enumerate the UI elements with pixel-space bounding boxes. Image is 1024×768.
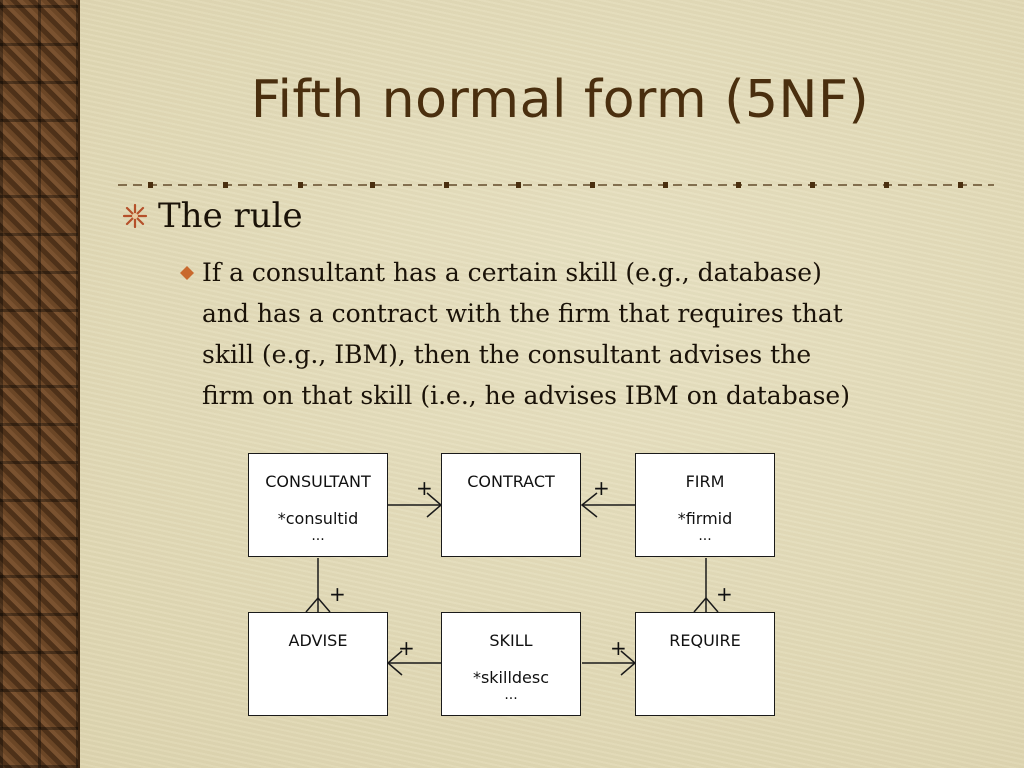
rule-line: and has a contract with the firm that re… (202, 299, 843, 328)
entity-contract: CONTRACT (441, 453, 581, 557)
entity-advise: ADVISE (248, 612, 388, 716)
bullet-level2: If a consultant has a certain skill (e.g… (180, 252, 970, 416)
entity-name: CONSULTANT (265, 472, 371, 491)
er-relationship-lines (305, 492, 719, 676)
rule-line: firm on that skill (i.e., he advises IBM… (202, 381, 850, 410)
entity-name: CONTRACT (467, 472, 555, 491)
entity-more: ... (698, 528, 712, 544)
entity-consultant: CONSULTANT *consultid ... (248, 453, 388, 557)
rule-line: skill (e.g., IBM), then the consultant a… (202, 340, 812, 369)
entity-attribute: *consultid (277, 509, 359, 528)
star-bullet-icon (122, 203, 148, 229)
cardinality-mark: + (416, 476, 433, 500)
entity-name: SKILL (489, 631, 533, 650)
entity-skill: SKILL *skilldesc ... (441, 612, 581, 716)
cardinality-mark: + (593, 476, 610, 500)
slide-title: Fifth normal form (5NF) (250, 70, 870, 130)
entity-require: REQUIRE (635, 612, 775, 716)
title-divider (118, 182, 994, 188)
bullet-level1: The rule (122, 196, 303, 236)
cardinality-mark: + (329, 582, 346, 606)
bullet-level2-text: If a consultant has a certain skill (e.g… (202, 252, 850, 416)
entity-name: ADVISE (288, 631, 348, 650)
entity-attribute: *firmid (677, 509, 733, 528)
entity-more: ... (504, 687, 518, 703)
entity-more: ... (311, 528, 325, 544)
entity-attribute: *skilldesc (472, 668, 550, 687)
entity-name: FIRM (685, 472, 725, 491)
cardinality-mark: + (610, 636, 627, 660)
entity-name: REQUIRE (669, 631, 741, 650)
entity-firm: FIRM *firmid ... (635, 453, 775, 557)
bullet-level1-text: The rule (158, 196, 303, 236)
er-diagram: + + + + + + CONSULTANT *consultid ... CO… (240, 448, 784, 722)
decorative-sidebar (0, 0, 80, 768)
diamond-bullet-icon (180, 266, 194, 280)
cardinality-mark: + (716, 582, 733, 606)
rule-line: If a consultant has a certain skill (e.g… (202, 258, 822, 287)
cardinality-mark: + (398, 636, 415, 660)
